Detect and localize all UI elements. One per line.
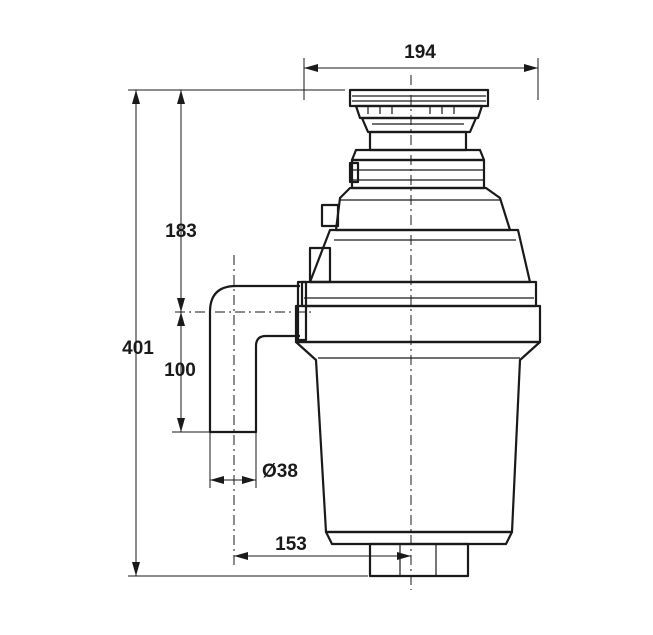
dimension-outlet-to-bottom: 100 bbox=[164, 312, 210, 433]
reset-button bbox=[320, 203, 340, 228]
outlet-flange bbox=[296, 280, 308, 342]
dimension-flange-to-outlet: 183 bbox=[165, 90, 197, 312]
dim-label-153: 153 bbox=[275, 534, 307, 555]
bottom-terminal bbox=[368, 542, 470, 578]
dim-label-183: 183 bbox=[165, 221, 197, 242]
housing-top bbox=[334, 186, 512, 232]
dimension-outlet-offset: 153 bbox=[234, 534, 411, 560]
dim-label-100: 100 bbox=[164, 360, 196, 381]
mount-collar bbox=[354, 104, 484, 120]
housing-upper bbox=[308, 228, 532, 284]
dimension-outlet-diameter: Ø38 bbox=[209, 432, 298, 488]
lower-shell bbox=[294, 340, 542, 534]
dim-label-d38: Ø38 bbox=[262, 461, 298, 482]
dim-label-194: 194 bbox=[404, 42, 436, 63]
dimension-overall-height: 401 bbox=[122, 89, 368, 577]
mounting-ring bbox=[350, 158, 486, 190]
sink-flange bbox=[348, 88, 490, 108]
dim-label-401: 401 bbox=[122, 338, 154, 359]
outlet-elbow bbox=[208, 280, 308, 434]
housing-band bbox=[300, 280, 538, 308]
dimension-width: 194 bbox=[303, 42, 539, 100]
disposer-body bbox=[294, 88, 542, 578]
bottom-cap bbox=[324, 530, 514, 546]
